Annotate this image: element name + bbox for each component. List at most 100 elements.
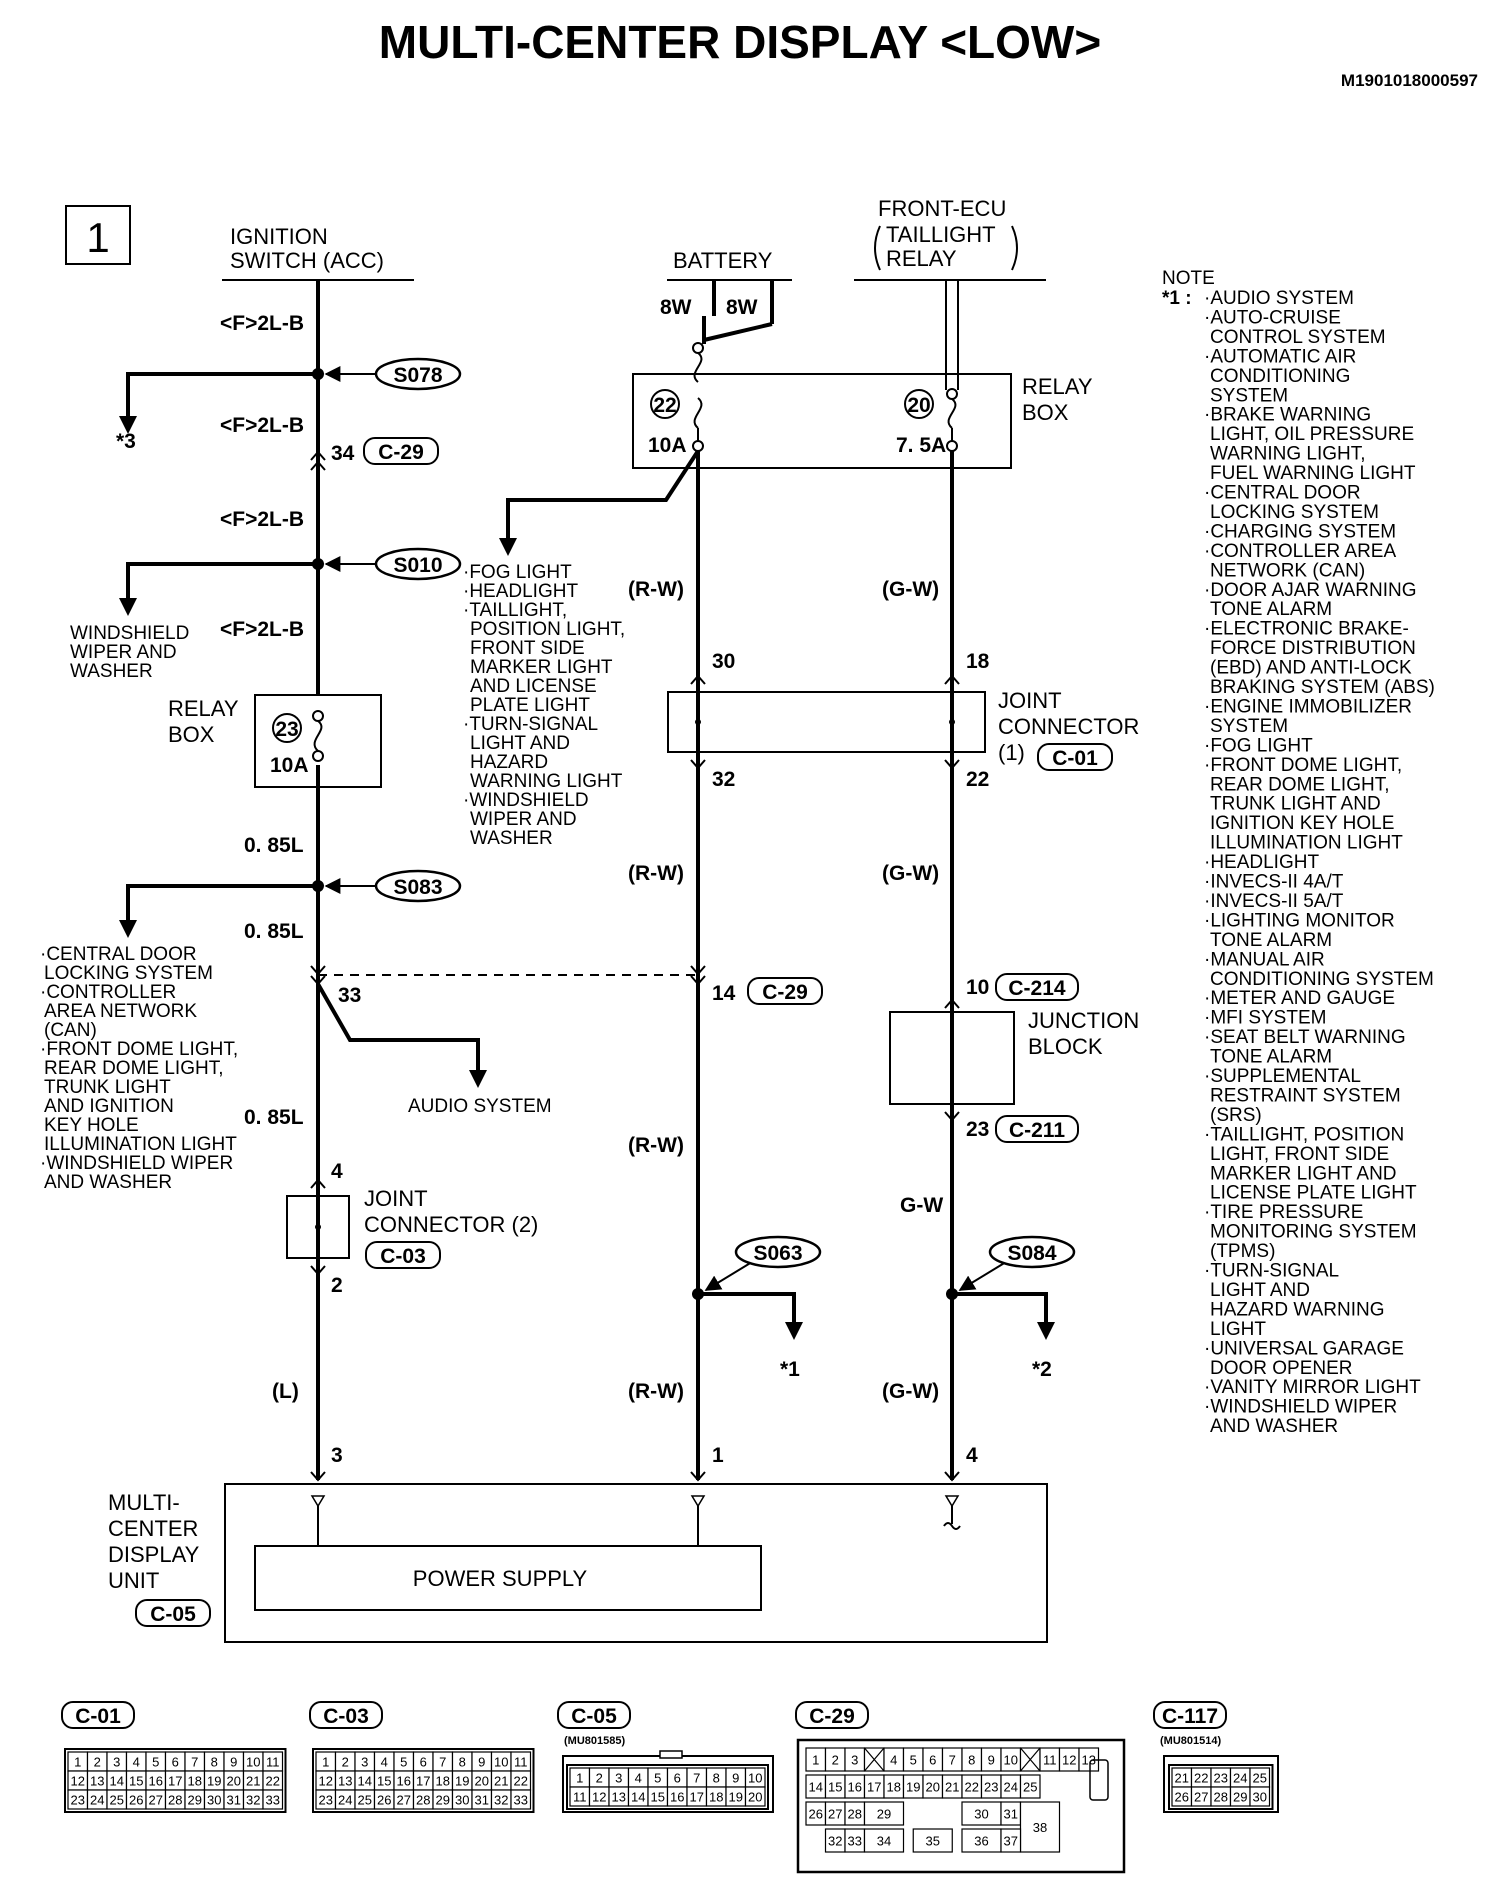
s083-line: ·WINDSHIELD WIPER: [40, 1153, 233, 1174]
s083-line: AREA NETWORK: [44, 1001, 197, 1022]
note-line: ·CONTROLLER AREA: [1204, 541, 1396, 562]
cv-c05-part: (MU801585): [564, 1735, 625, 1747]
pin-cell-label: 25: [110, 1793, 124, 1808]
wire-label-rw-1: (R-W): [628, 578, 684, 601]
pin-cell-label: 22: [1194, 1771, 1208, 1786]
fuse22-line: ·HEADLIGHT: [463, 581, 578, 602]
pin-cell: [262, 1789, 284, 1810]
s083-line: AND IGNITION: [44, 1096, 174, 1117]
note-line: LIGHT AND: [1210, 1280, 1310, 1301]
fuse22-line: AND LICENSE: [470, 676, 597, 697]
pin-cell: [863, 1801, 905, 1826]
note-heading: NOTE: [1162, 268, 1215, 289]
note-line: ·FOG LIGHT: [1204, 735, 1313, 756]
pin-cell-label: 17: [690, 1790, 704, 1805]
pin-cell-label: 29: [1233, 1790, 1247, 1805]
pin-cell-label: 1: [74, 1755, 81, 1770]
relay-box-right-label-2: BOX: [1022, 400, 1069, 425]
pin-cell-label: 27: [1194, 1790, 1208, 1805]
note-line: (TPMS): [1210, 1241, 1275, 1262]
pin-cell-label: 10: [246, 1755, 260, 1770]
conn-ref-c211: C-211: [1009, 1119, 1065, 1142]
conn-ref-c29-top-box: [363, 437, 439, 465]
ecu-left-paren: [874, 225, 881, 271]
pin-cell-label: 20: [227, 1774, 241, 1789]
note-line: ·CENTRAL DOOR: [1204, 483, 1361, 504]
splice-s063-pointer: [704, 1261, 753, 1291]
note-line: ·BRAKE WARNING: [1204, 405, 1371, 426]
pin-cell-label: 33: [848, 1834, 862, 1849]
joint-connector-1-label-1: JOINT: [998, 688, 1062, 713]
note-line: AND WASHER: [1210, 1416, 1338, 1437]
connector-key: [1089, 1759, 1109, 1801]
pin-cell-label: 2: [342, 1755, 349, 1770]
pin-33: 33: [338, 984, 361, 1007]
s083-line: ·CENTRAL DOOR: [40, 944, 197, 965]
note-line: ·WINDSHIELD WIPER: [1204, 1397, 1397, 1418]
wiper-line: WINDSHIELD: [70, 623, 189, 644]
fuse-22-element: [693, 397, 703, 429]
pin-cell-label: 13: [90, 1774, 104, 1789]
connector-outer-housing: [1163, 1755, 1279, 1813]
s084-branch-wire: [952, 1292, 1048, 1324]
note-line: ·TIRE PRESSURE: [1204, 1202, 1363, 1223]
ref-star2: *2: [1032, 1358, 1052, 1381]
fuse-22-number: 22: [653, 394, 676, 417]
pin-cell-label: 28: [168, 1793, 182, 1808]
note-line: ·ELECTRONIC BRAKE-: [1204, 619, 1409, 640]
splice-s083-oval: [374, 869, 462, 903]
fuse-23-element: [313, 720, 323, 752]
pin-cell-label: 24: [1004, 1780, 1018, 1795]
audio-system-label: AUDIO SYSTEM: [408, 1096, 552, 1117]
pin-cell-label: 33: [266, 1793, 280, 1808]
wire-label-gw-1: (G-W): [882, 578, 939, 601]
wire-label-rw-2: (R-W): [628, 862, 684, 885]
fuse-22-rating: 10A: [648, 434, 687, 457]
note-line: FUEL WARNING LIGHT: [1210, 463, 1416, 484]
pin-cell-label: 19: [455, 1774, 469, 1789]
note-line: ·METER AND GAUGE: [1204, 988, 1395, 1009]
conn-ref-c01: C-01: [1052, 747, 1098, 770]
cv-c117-part: (MU801514): [1160, 1735, 1221, 1747]
fuse-20-number-circle: [904, 389, 934, 419]
pin-cell-label: 8: [713, 1771, 720, 1786]
conn-ref-c29-mid-box: [747, 977, 823, 1005]
note-line: SYSTEM: [1210, 716, 1288, 737]
pin-14-mark-b: [690, 975, 706, 986]
pin-cell-label: 3: [361, 1755, 368, 1770]
note-line: ·MFI SYSTEM: [1204, 1008, 1326, 1029]
connector-latch: [659, 1750, 683, 1759]
pin-cell-label: 28: [1214, 1790, 1228, 1805]
pin-cell-label: 2: [596, 1771, 603, 1786]
wire-label-rw-4: (R-W): [628, 1380, 684, 1403]
ignition-switch-label-2: SWITCH (ACC): [230, 248, 384, 273]
splice-s078-label: S078: [393, 364, 442, 387]
wiper-line: WIPER AND: [70, 642, 177, 663]
note-line: IGNITION KEY HOLE: [1210, 813, 1394, 834]
pin-cell-label: 28: [416, 1793, 430, 1808]
pin-cell-label: 7: [949, 1753, 956, 1768]
pin-cell-label: 10: [748, 1771, 762, 1786]
note-line: ·CHARGING SYSTEM: [1204, 521, 1396, 542]
pin-cell-label: 11: [1043, 1753, 1057, 1768]
note-line: (SRS): [1210, 1105, 1262, 1126]
pin-cell-label: 12: [319, 1774, 333, 1789]
pin-cell: [863, 1828, 905, 1853]
pin-30-mark: [690, 674, 706, 685]
wire-label-f2lb-2: <F>2L-B: [220, 414, 304, 437]
pin-cell-label: 2: [94, 1755, 101, 1770]
s083-line: LOCKING SYSTEM: [44, 963, 213, 984]
note-line: ·INVECS-II 4A/T: [1204, 872, 1344, 893]
note-line: HAZARD WARNING: [1210, 1299, 1385, 1320]
note-line: ·TURN-SIGNAL: [1204, 1261, 1339, 1282]
conn-ref-c03: C-03: [380, 1245, 426, 1268]
pin-cell-label: 30: [455, 1793, 469, 1808]
fuse22-line: LIGHT AND: [470, 733, 570, 754]
cv-c117-label: C-117: [1162, 1705, 1218, 1728]
note-line: NETWORK (CAN): [1210, 560, 1365, 581]
relay-box-right: [632, 373, 1012, 469]
ecu-right-paren: [1011, 225, 1018, 271]
connector-housing: [312, 1748, 535, 1813]
